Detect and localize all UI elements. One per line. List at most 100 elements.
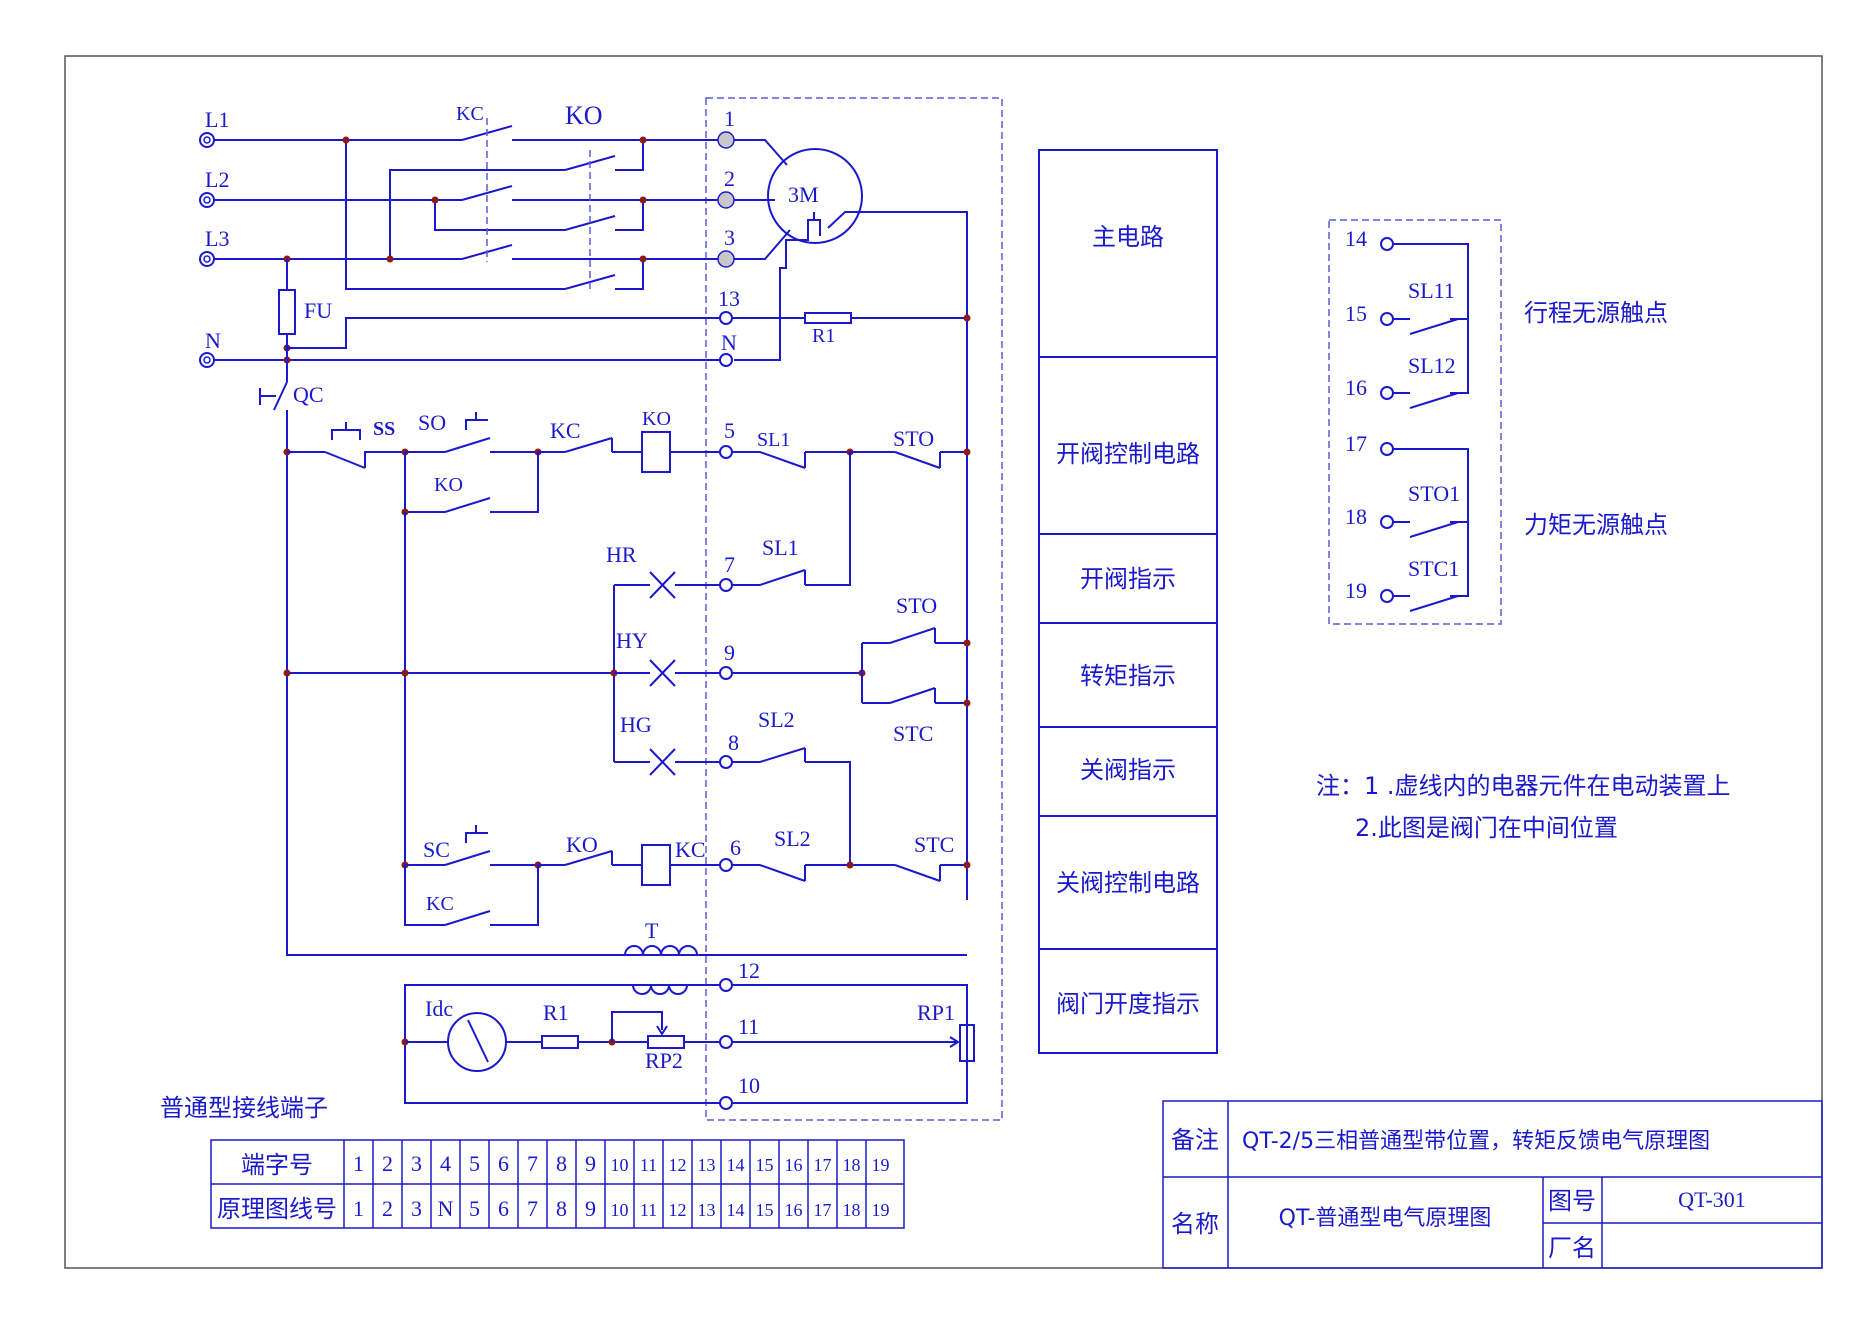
terminal-table-cell: 13 bbox=[698, 1200, 716, 1220]
terminal-10-number: 10 bbox=[738, 1073, 760, 1098]
terminal-9-number: 9 bbox=[724, 640, 735, 665]
section-open-indicator: 开阀指示 bbox=[1080, 565, 1176, 593]
terminal-table-cell: 14 bbox=[727, 1155, 745, 1175]
note-line-1: 注：1 .虚线内的电器元件在电动装置上 bbox=[1316, 772, 1731, 800]
terminal-11-number: 11 bbox=[738, 1014, 759, 1039]
terminal-table-cell: 11 bbox=[640, 1155, 657, 1175]
terminal-table-cell: 10 bbox=[611, 1155, 629, 1175]
terminal-1-number: 1 bbox=[724, 106, 735, 131]
drawing-frame bbox=[64, 55, 1823, 1269]
label-sl1-open: SL1 bbox=[757, 429, 790, 451]
remark-label: 备注 bbox=[1171, 1126, 1219, 1154]
terminal-17-number: 17 bbox=[1345, 431, 1367, 456]
terminal-7-number: 7 bbox=[724, 552, 735, 577]
factory-label: 厂名 bbox=[1548, 1234, 1596, 1262]
terminal-table-cell: 17 bbox=[814, 1200, 832, 1220]
terminal-6-number: 6 bbox=[730, 835, 741, 860]
device-boundary bbox=[705, 97, 1003, 1121]
terminal-table-cell: 8 bbox=[556, 1196, 567, 1221]
terminal-table-cell: 14 bbox=[727, 1200, 745, 1220]
terminal-table-cell: 18 bbox=[843, 1155, 861, 1175]
torque-contact-label: 力矩无源触点 bbox=[1524, 511, 1668, 539]
terminal-n-number: N bbox=[721, 330, 737, 355]
label-ko-hold: KO bbox=[434, 474, 463, 496]
terminal-table-cell: 16 bbox=[785, 1200, 803, 1220]
label-l2: L2 bbox=[205, 167, 229, 192]
label-sl11: SL11 bbox=[1408, 278, 1455, 303]
label-sto-open: STO bbox=[893, 426, 934, 451]
terminal-19-number: 19 bbox=[1345, 578, 1367, 603]
position-circuit bbox=[401, 978, 975, 1110]
terminal-table-title: 普通型接线端子 bbox=[160, 1094, 328, 1122]
label-so: SO bbox=[418, 410, 446, 435]
terminal-table-cell: 3 bbox=[411, 1196, 422, 1221]
name-value: QT-普通型电气原理图 bbox=[1279, 1206, 1492, 1231]
drawing-number-label: 图号 bbox=[1548, 1187, 1596, 1215]
terminal-8-number: 8 bbox=[728, 730, 739, 755]
terminal-table-cell: 19 bbox=[872, 1155, 890, 1175]
terminal-table-cell: 4 bbox=[440, 1151, 451, 1176]
terminal-table-cell: 11 bbox=[640, 1200, 657, 1220]
title-block-grid bbox=[1162, 1100, 1823, 1269]
passive-contact-boundary bbox=[1328, 219, 1502, 625]
section-main-circuit: 主电路 bbox=[1092, 223, 1164, 251]
drawing-number-value: QT-301 bbox=[1678, 1187, 1746, 1212]
label-r1-meter: R1 bbox=[543, 1000, 569, 1025]
label-sl12: SL12 bbox=[1408, 353, 1456, 378]
label-sto1: STO1 bbox=[1408, 481, 1460, 506]
label-stc1: STC1 bbox=[1408, 556, 1459, 581]
terminal-16-number: 16 bbox=[1345, 375, 1367, 400]
section-position-indicator: 阀门开度指示 bbox=[1056, 990, 1200, 1018]
terminal-table-cell: 9 bbox=[585, 1151, 596, 1176]
terminal-table-cell: 3 bbox=[411, 1151, 422, 1176]
terminal-table-grid bbox=[210, 1139, 905, 1229]
label-kc-main: KC bbox=[456, 103, 484, 125]
label-sl2-close: SL2 bbox=[774, 826, 811, 851]
label-hy: HY bbox=[616, 628, 648, 653]
label-l1: L1 bbox=[205, 107, 229, 132]
section-column bbox=[1038, 149, 1218, 1054]
terminal-table-cell: 13 bbox=[698, 1155, 716, 1175]
passive-contacts bbox=[1380, 237, 1469, 612]
terminal-table-row1-header: 端字号 bbox=[241, 1151, 313, 1179]
section-close-indicator: 关阀指示 bbox=[1080, 756, 1176, 784]
terminal-table-cell: 6 bbox=[498, 1151, 509, 1176]
label-r1-main: R1 bbox=[812, 325, 835, 347]
label-sl1-indicator: SL1 bbox=[762, 535, 799, 560]
terminal-table-row2-header: 原理图线号 bbox=[217, 1195, 337, 1223]
label-t: T bbox=[645, 918, 659, 943]
terminal-13-number: 13 bbox=[718, 286, 740, 311]
terminal-5-number: 5 bbox=[724, 418, 735, 443]
terminal-2-number: 2 bbox=[724, 166, 735, 191]
terminal-table-cell: 16 bbox=[785, 1155, 803, 1175]
terminal-15-number: 15 bbox=[1345, 301, 1367, 326]
label-ss: SS bbox=[373, 418, 395, 440]
label-hr: HR bbox=[606, 542, 637, 567]
label-sl2-indicator: SL2 bbox=[758, 707, 795, 732]
terminal-table-cell: 18 bbox=[843, 1200, 861, 1220]
label-ko-main: KO bbox=[565, 101, 603, 130]
terminal-table-cell: 10 bbox=[611, 1200, 629, 1220]
label-ko-interlock-close: KO bbox=[566, 832, 598, 857]
section-close-control: 关阀控制电路 bbox=[1056, 869, 1200, 897]
travel-contact-label: 行程无源触点 bbox=[1524, 299, 1668, 327]
terminal-3-number: 3 bbox=[724, 225, 735, 250]
terminal-table-cell: 9 bbox=[585, 1196, 596, 1221]
terminal-table-cell: 15 bbox=[756, 1155, 774, 1175]
label-sto-torque: STO bbox=[896, 593, 937, 618]
remark-value: QT-2/5三相普通型带位置，转矩反馈电气原理图 bbox=[1242, 1129, 1710, 1154]
label-stc-torque: STC bbox=[893, 721, 933, 746]
terminal-table-cell: 12 bbox=[669, 1155, 687, 1175]
note-line-2: 2.此图是阀门在中间位置 bbox=[1355, 814, 1618, 842]
label-hg: HG bbox=[620, 712, 652, 737]
label-motor: 3M bbox=[788, 182, 819, 207]
terminal-table-cell: 15 bbox=[756, 1200, 774, 1220]
label-kc-hold: KC bbox=[426, 893, 454, 915]
terminal-table-cell: 1 bbox=[353, 1151, 364, 1176]
label-idc: Idc bbox=[425, 996, 453, 1021]
label-stc-close: STC bbox=[914, 832, 954, 857]
label-rp2: RP2 bbox=[645, 1048, 683, 1073]
